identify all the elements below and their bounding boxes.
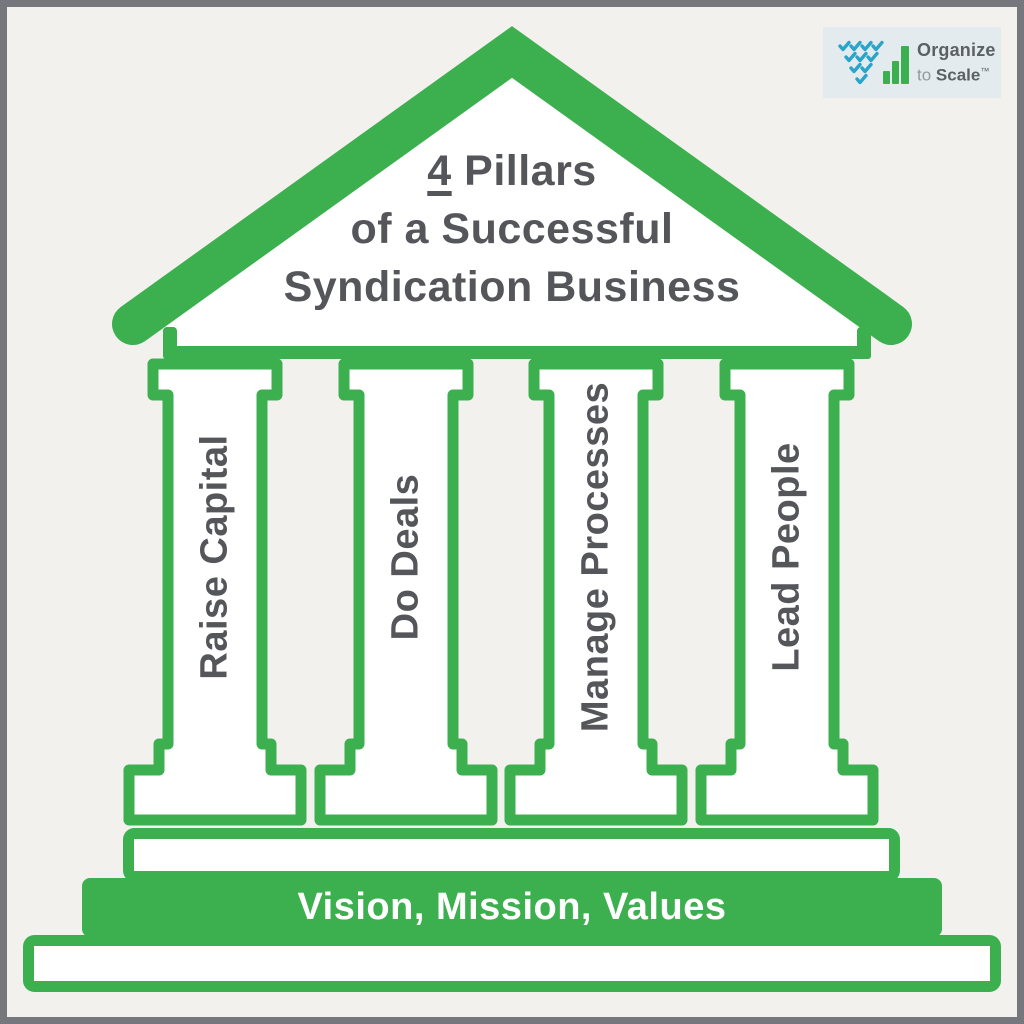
logo-word-to: to — [917, 65, 936, 85]
step-top-shape — [123, 828, 900, 882]
logo-word-to-scale: to Scale™ — [917, 61, 996, 86]
title-line-1-rest: Pillars — [451, 147, 597, 195]
trademark-symbol: ™ — [980, 65, 990, 76]
pillar-label-lead-people: Lead People — [765, 442, 808, 672]
title-line-2: of a Successful — [350, 205, 674, 253]
foundation-label: Vision, Mission, Values — [297, 886, 727, 928]
checkmark-triangle-bars-icon — [838, 40, 909, 84]
pillar-label-manage-processes: Manage Processes — [574, 381, 617, 733]
pillar-label-do-deals: Do Deals — [384, 473, 427, 641]
step-middle-green-shape — [82, 878, 942, 937]
logo-text: Organize to Scale™ — [917, 40, 996, 86]
pillar-4-shape — [695, 358, 879, 826]
pillar-label-raise-capital: Raise Capital — [193, 434, 236, 680]
pillar-1-shape — [123, 358, 307, 826]
logo-word-scale: Scale — [935, 65, 981, 85]
pillar-2-shape — [314, 358, 498, 826]
title-number-underlined: 4 — [427, 147, 452, 195]
organize-to-scale-logo: Organize to Scale™ — [823, 27, 1001, 98]
pillar-shapes — [123, 358, 879, 826]
title-line-1: 4 Pillars — [0, 142, 1024, 200]
pillar-3-shape — [504, 358, 688, 826]
entablature-shape — [163, 327, 871, 359]
pediment-shape — [163, 58, 861, 348]
title-line-3: Syndication Business — [283, 263, 741, 311]
logo-word-organize: Organize — [917, 39, 996, 60]
page-title: 4 Pillars of a Successful Syndication Bu… — [0, 142, 1024, 316]
roof-shape — [112, 26, 912, 345]
step-bottom-shape — [23, 935, 1001, 992]
growth-bars-icon — [883, 45, 909, 84]
